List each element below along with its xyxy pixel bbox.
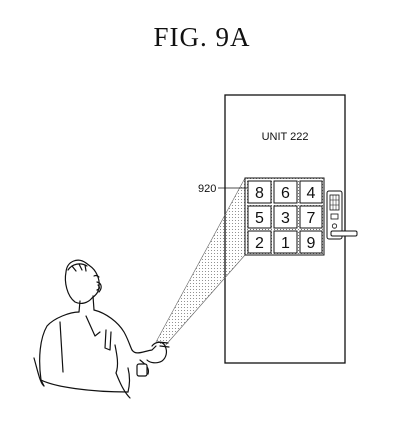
person-figure [33, 259, 170, 399]
projection-beam-lower-edge [163, 254, 246, 348]
keypad-key-digit: 1 [281, 235, 290, 252]
keypad-key[interactable]: 3 [273, 205, 298, 229]
projected-keypad: 8 6 4 5 3 7 2 1 [244, 177, 325, 256]
door-unit-label: UNIT 222 [262, 131, 309, 143]
keypad-key[interactable]: 2 [247, 230, 272, 254]
keypad-key-digit: 6 [281, 185, 290, 202]
keypad-key[interactable]: 7 [299, 205, 323, 229]
keypad-key[interactable]: 9 [299, 230, 323, 254]
projection-beam [156, 178, 245, 347]
keypad-key-digit: 8 [255, 185, 264, 202]
keypad-key-digit: 5 [255, 210, 264, 227]
keypad-key[interactable]: 1 [273, 230, 298, 254]
keypad-key-digit: 4 [307, 185, 316, 202]
projection-beam-upper-edge [155, 177, 246, 343]
keypad-key-digit: 3 [281, 210, 290, 227]
figure-title: FIG. 9A [153, 22, 251, 52]
keypad-key[interactable]: 5 [247, 205, 272, 229]
keypad-key-digit: 9 [307, 235, 316, 252]
keypad-key-digit: 7 [307, 210, 316, 227]
keypad-reference-numeral: 920 [198, 183, 216, 195]
keypad-key[interactable]: 8 [247, 180, 272, 204]
keypad-key[interactable]: 4 [299, 180, 323, 204]
keypad-key-digit: 2 [255, 235, 264, 252]
door-lock-icon [326, 190, 358, 240]
keypad-key[interactable]: 6 [273, 180, 298, 204]
